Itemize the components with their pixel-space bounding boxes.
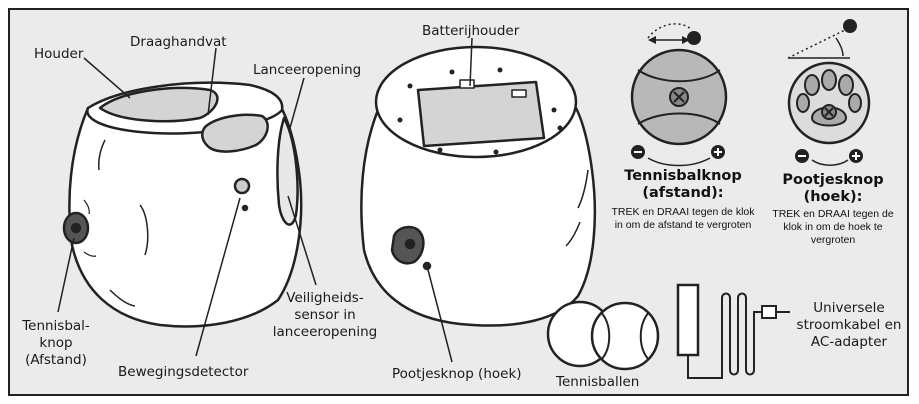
- paw-knob-desc-line2: klok in om de hoek te: [772, 221, 894, 234]
- label-pootjesknop: Pootjesknop (hoek): [392, 366, 522, 383]
- tennis-knob-title: Tennisbalknop (afstand):: [610, 168, 756, 202]
- label-adapter-line2: stroomkabel en: [790, 317, 908, 334]
- adapter-drawing: [678, 285, 790, 378]
- label-adapter-line1: Universele: [790, 300, 908, 317]
- launch-opening: [277, 118, 297, 225]
- paw-knob-desc-line3: vergroten: [772, 234, 894, 247]
- label-veiligheidssensor: Veiligheids- sensor in lanceeropening: [270, 290, 380, 341]
- label-tennisbalknop-line1: Tennisbal-: [14, 318, 98, 335]
- tennis-knob-title-line2: (afstand):: [610, 185, 756, 202]
- label-lanceeropening: Lanceeropening: [253, 62, 361, 79]
- launcher-back: [361, 47, 594, 326]
- tennis-knob-desc: TREK en DRAAI tegen de klok in om de afs…: [604, 206, 762, 232]
- label-draaghandvat: Draaghandvat: [130, 34, 227, 51]
- label-adapter: Universele stroomkabel en AC-adapter: [790, 300, 908, 351]
- label-veiligheidssensor-line3: lanceeropening: [270, 324, 380, 341]
- paw-knob-detail: [788, 19, 869, 165]
- paw-knob-title-line2: (hoek):: [770, 189, 896, 206]
- label-tennisbalknop-line2: knop: [14, 335, 98, 352]
- label-batterijhouder: Batterijhouder: [422, 23, 519, 40]
- label-adapter-line3: AC-adapter: [790, 334, 908, 351]
- tennis-knob-title-line1: Tennisbalknop: [610, 168, 756, 185]
- motion-sensor: [235, 179, 249, 193]
- label-houder: Houder: [34, 46, 83, 63]
- label-tennisbalknop-line3: (Afstand): [14, 352, 98, 369]
- label-veiligheidssensor-line2: sensor in: [270, 307, 380, 324]
- label-tennisbalknop: Tennisbal- knop (Afstand): [14, 318, 98, 369]
- launcher-front: [64, 83, 301, 327]
- tennis-knob-detail: [631, 24, 726, 166]
- label-veiligheidssensor-line1: Veiligheids-: [270, 290, 380, 307]
- holder-opening: [100, 88, 217, 121]
- paw-knob-title-line1: Pootjesknop: [770, 172, 896, 189]
- paw-knob-desc: TREK en DRAAI tegen de klok in om de hoe…: [772, 208, 894, 247]
- tennis-knob-desc-line2: in om de afstand te vergroten: [604, 219, 762, 232]
- tennis-balls-drawing: [548, 302, 658, 369]
- tennis-knob-desc-line1: TREK en DRAAI tegen de klok: [604, 206, 762, 219]
- label-bewegingsdetector: Bewegingsdetector: [118, 364, 248, 381]
- label-tennisballen: Tennisballen: [556, 374, 639, 391]
- paw-knob-title: Pootjesknop (hoek):: [770, 172, 896, 206]
- paw-knob-desc-line1: TREK en DRAAI tegen de: [772, 208, 894, 221]
